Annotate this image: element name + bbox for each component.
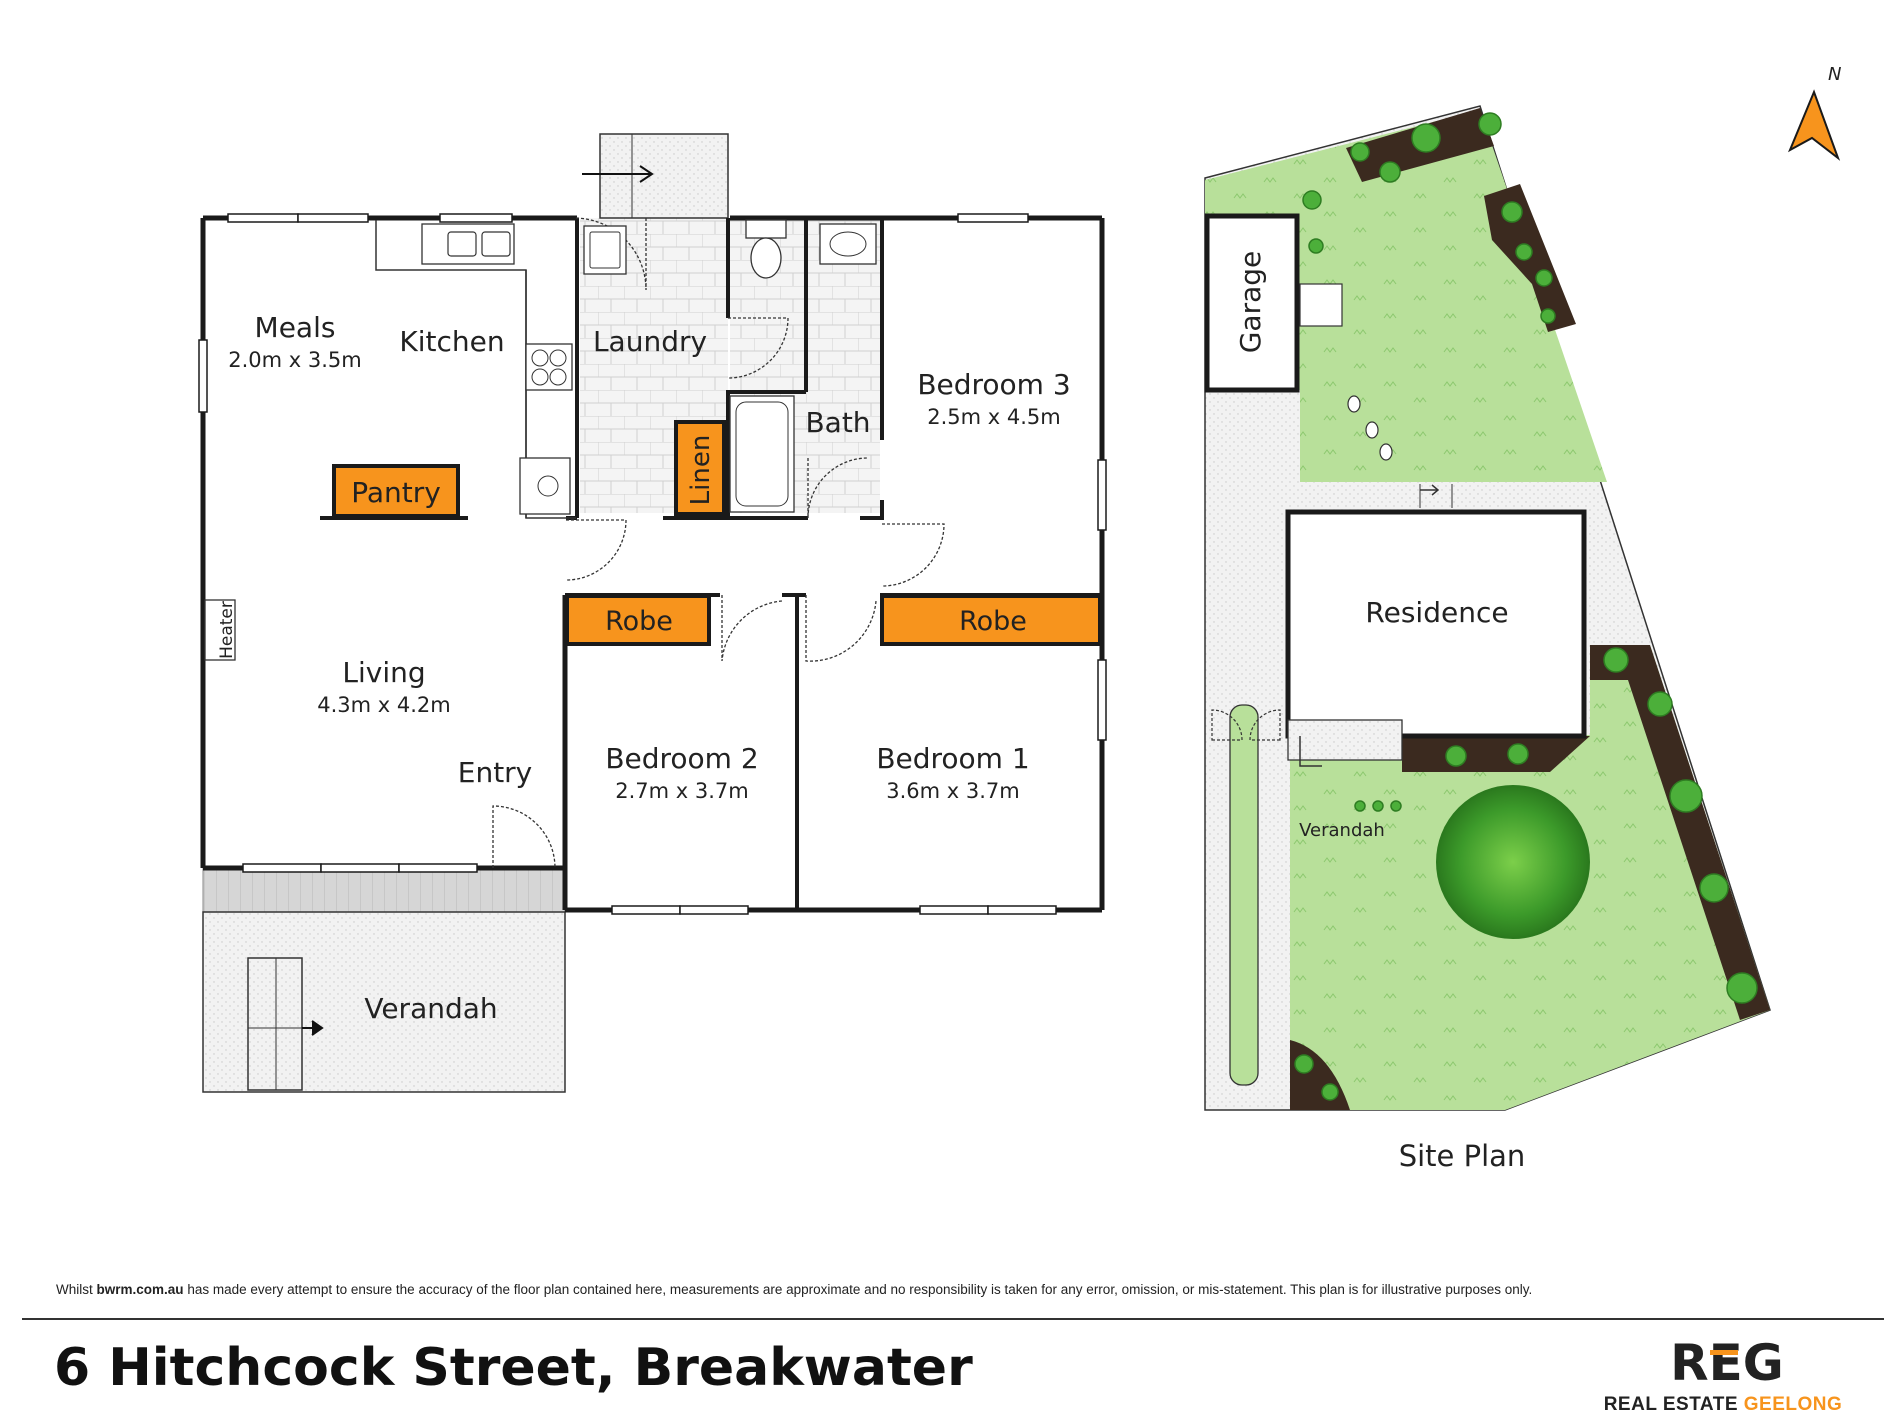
- robe-right-label: Robe: [959, 606, 1027, 637]
- robe-left-label: Robe: [605, 606, 673, 637]
- laundry-tub-icon: [583, 225, 627, 275]
- basin-icon: [819, 223, 877, 265]
- cooktop-icon: [525, 343, 573, 391]
- brand-name-part1: REAL ESTATE: [1603, 1394, 1738, 1415]
- site-plan: N Garage Residence Verandah Site Plan: [1204, 64, 1841, 1173]
- footer-divider: [22, 1318, 1884, 1320]
- linen-box: [674, 420, 726, 516]
- property-address: 6 Hitchcock Street, Breakwater: [54, 1338, 973, 1398]
- heater-unit: [204, 599, 236, 661]
- disclaimer-prefix: Whilst: [56, 1282, 93, 1297]
- kitchen-label: Kitchen: [399, 325, 504, 358]
- toilet-icon: [745, 219, 787, 279]
- brand-logo: REG: [1670, 1334, 1784, 1388]
- entry-label: Entry: [458, 756, 533, 789]
- bedroom2-dims: 2.7m x 3.7m: [615, 779, 749, 803]
- meals-dims: 2.0m x 3.5m: [228, 348, 362, 372]
- robe-left-box: [565, 594, 711, 646]
- bedroom3-label: Bedroom 3: [917, 368, 1070, 401]
- robe-right-box: [880, 594, 1102, 646]
- garage-label: Garage: [1234, 251, 1267, 354]
- disclaimer: Whilst bwrm.com.au has made every attemp…: [56, 1282, 1656, 1297]
- bedroom2-label: Bedroom 2: [605, 742, 758, 775]
- linen-label: Linen: [686, 435, 716, 506]
- site-verandah-label: Verandah: [1299, 820, 1385, 841]
- living-dims: 4.3m x 4.2m: [317, 693, 451, 717]
- residence-box: [1285, 509, 1587, 739]
- brand-name: REAL ESTATE GEELONG: [1598, 1394, 1848, 1416]
- brand-logo-text: REG: [1670, 1334, 1784, 1388]
- disclaimer-site: bwrm.com.au: [96, 1282, 184, 1297]
- disclaimer-text: has made every attempt to ensure the acc…: [187, 1282, 1533, 1297]
- verandah-label: Verandah: [364, 992, 497, 1025]
- floor-plan: Meals 2.0m x 3.5m Kitchen Laundry Bath P…: [198, 133, 1107, 1093]
- bedroom1-label: Bedroom 1: [876, 742, 1029, 775]
- bedroom3-dims: 2.5m x 4.5m: [927, 405, 1061, 429]
- north-arrow-icon: N: [1787, 64, 1841, 161]
- bedroom1-dims: 3.6m x 3.7m: [886, 779, 1020, 803]
- residence-label: Residence: [1365, 596, 1508, 629]
- pantry-label: Pantry: [351, 476, 441, 509]
- heater-label: Heater: [217, 601, 237, 659]
- north-label: N: [1828, 64, 1841, 85]
- bathtub-icon: [729, 395, 795, 513]
- dishwasher-icon: [519, 457, 571, 515]
- tree-icon: [1436, 785, 1590, 939]
- pantry-box: [332, 464, 460, 518]
- site-plan-title: Site Plan: [1399, 1139, 1526, 1173]
- meals-label: Meals: [255, 311, 336, 344]
- brand-name-part2: GEELONG: [1743, 1394, 1843, 1415]
- laundry-label: Laundry: [593, 325, 707, 358]
- garage-box: [1204, 213, 1300, 393]
- bath-label: Bath: [805, 406, 870, 439]
- living-label: Living: [342, 656, 425, 689]
